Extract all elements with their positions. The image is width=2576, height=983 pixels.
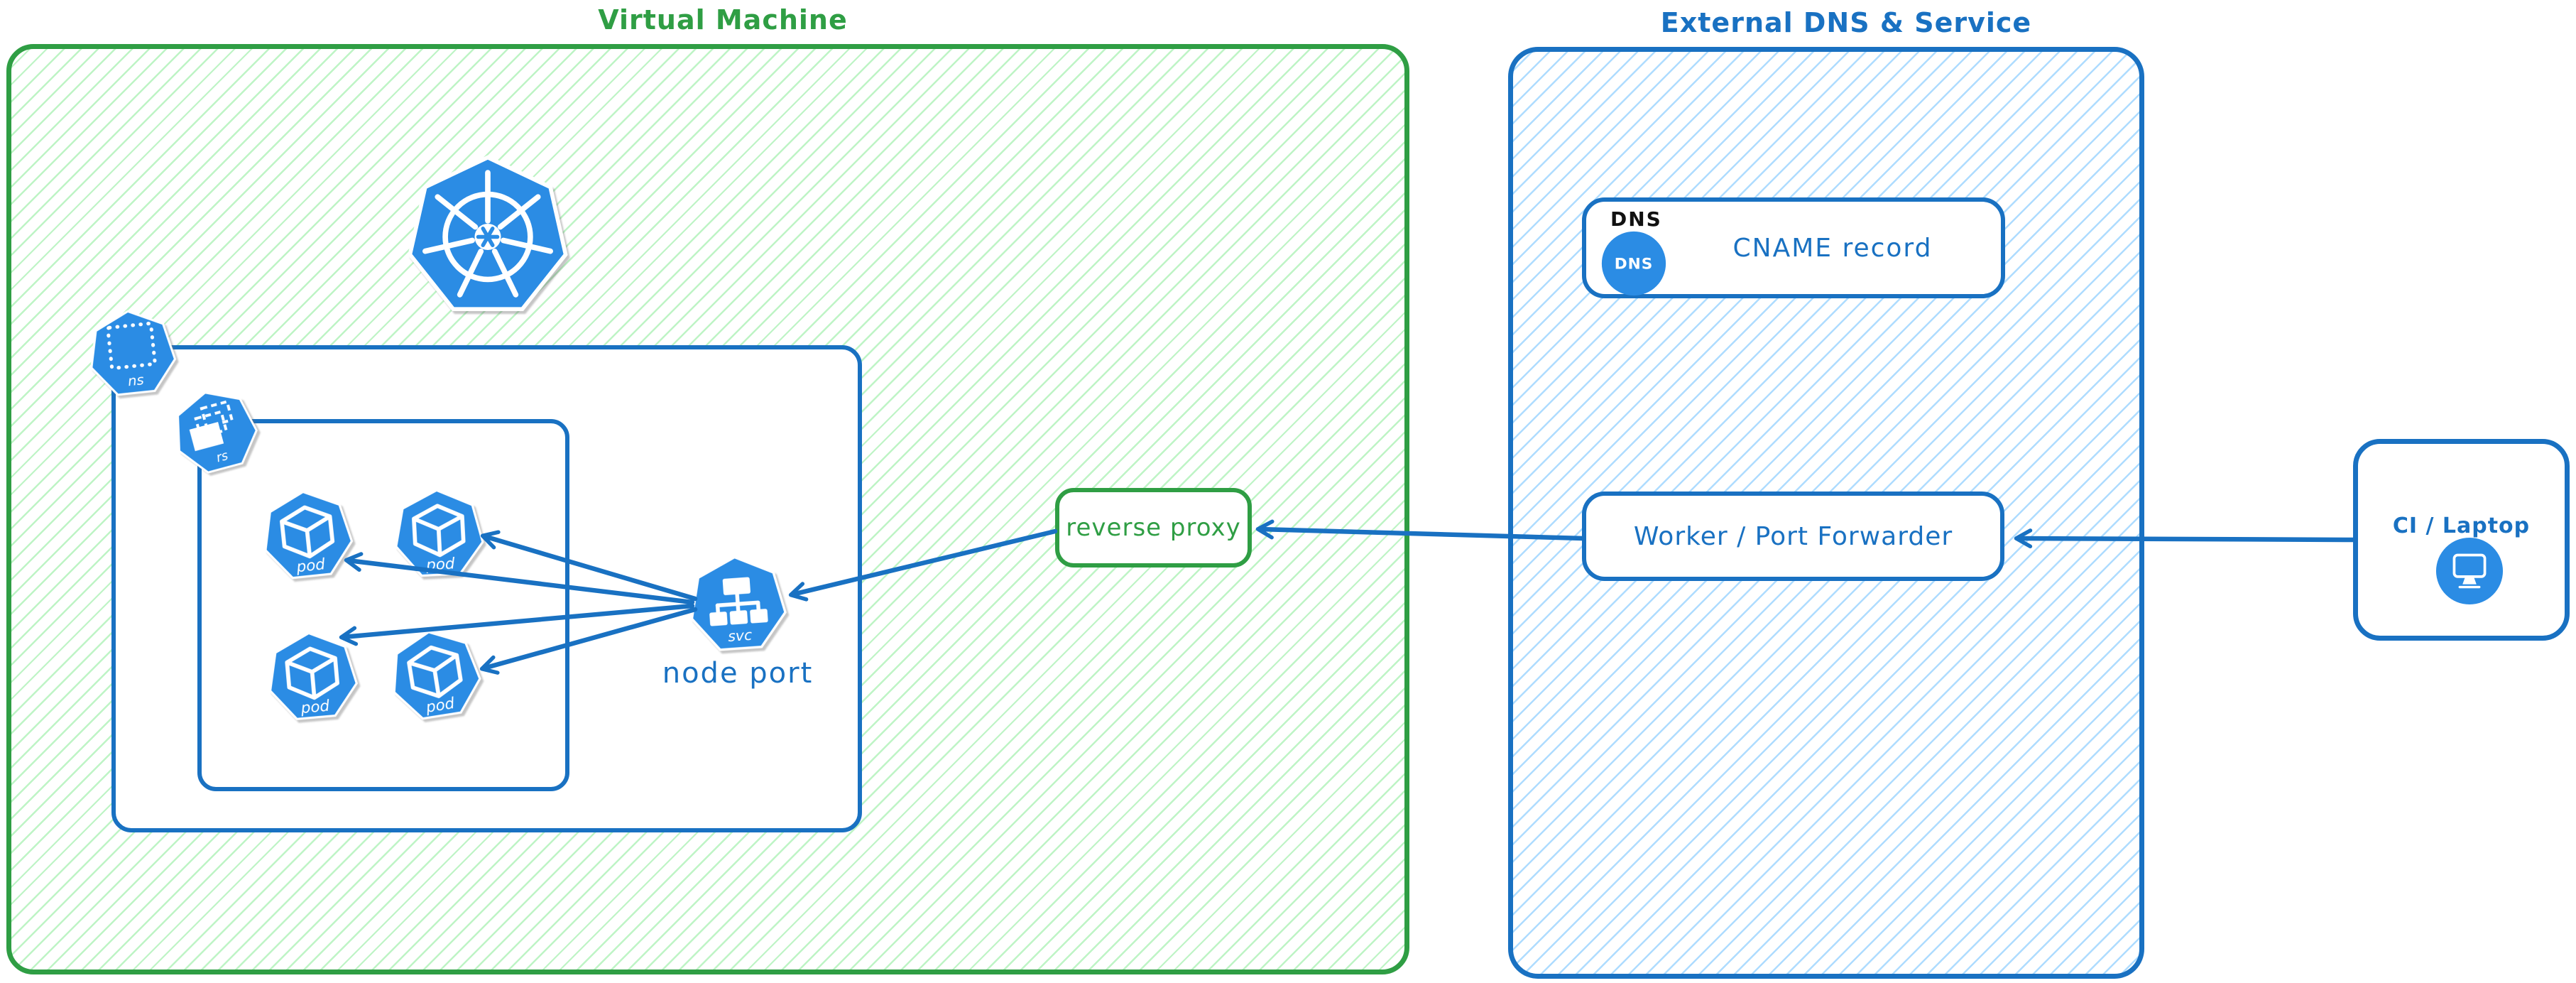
ci-laptop-label: CI / Laptop	[2392, 514, 2531, 538]
pod-label: pod	[295, 555, 326, 576]
replicaset-icon: rs	[177, 391, 258, 474]
worker-port-forwarder-box: Worker / Port Forwarder	[1582, 492, 2004, 581]
replicaset-pods-box	[197, 419, 569, 791]
pod-icon: pod	[268, 631, 359, 720]
reverse-proxy-box: reverse proxy	[1055, 488, 1252, 567]
kubernetes-logo-icon	[408, 155, 568, 312]
service-icon: svc	[690, 555, 787, 651]
pod-icon: pod	[395, 489, 484, 577]
ci-laptop-box: CI / Laptop	[2353, 439, 2570, 641]
monitor-icon	[2435, 537, 2504, 605]
pod-label: pod	[300, 697, 331, 718]
namespace-label: ns	[127, 371, 145, 389]
dns-icon: DNS	[1601, 231, 1666, 296]
service-label: svc	[727, 626, 752, 645]
pod-icon: pod	[264, 490, 354, 580]
node-port-caption: node port	[662, 657, 814, 690]
pod-icon: pod	[393, 631, 481, 720]
virtual-machine-title: Virtual Machine	[598, 4, 848, 36]
external-dns-title: External DNS & Service	[1660, 7, 2032, 38]
reverse-proxy-label: reverse proxy	[1066, 514, 1241, 542]
replicaset-label: rs	[215, 449, 230, 466]
worker-port-forwarder-label: Worker / Port Forwarder	[1633, 521, 1953, 551]
dns-cname-box: DNS DNS CNAME record	[1582, 197, 2005, 298]
pod-label: pod	[425, 555, 456, 575]
dns-icon-label: DNS	[1615, 256, 1653, 273]
dns-tag-label: DNS	[1610, 207, 1662, 231]
cname-record-label: CNAME record	[1732, 233, 1933, 263]
namespace-icon: ns	[90, 310, 177, 396]
